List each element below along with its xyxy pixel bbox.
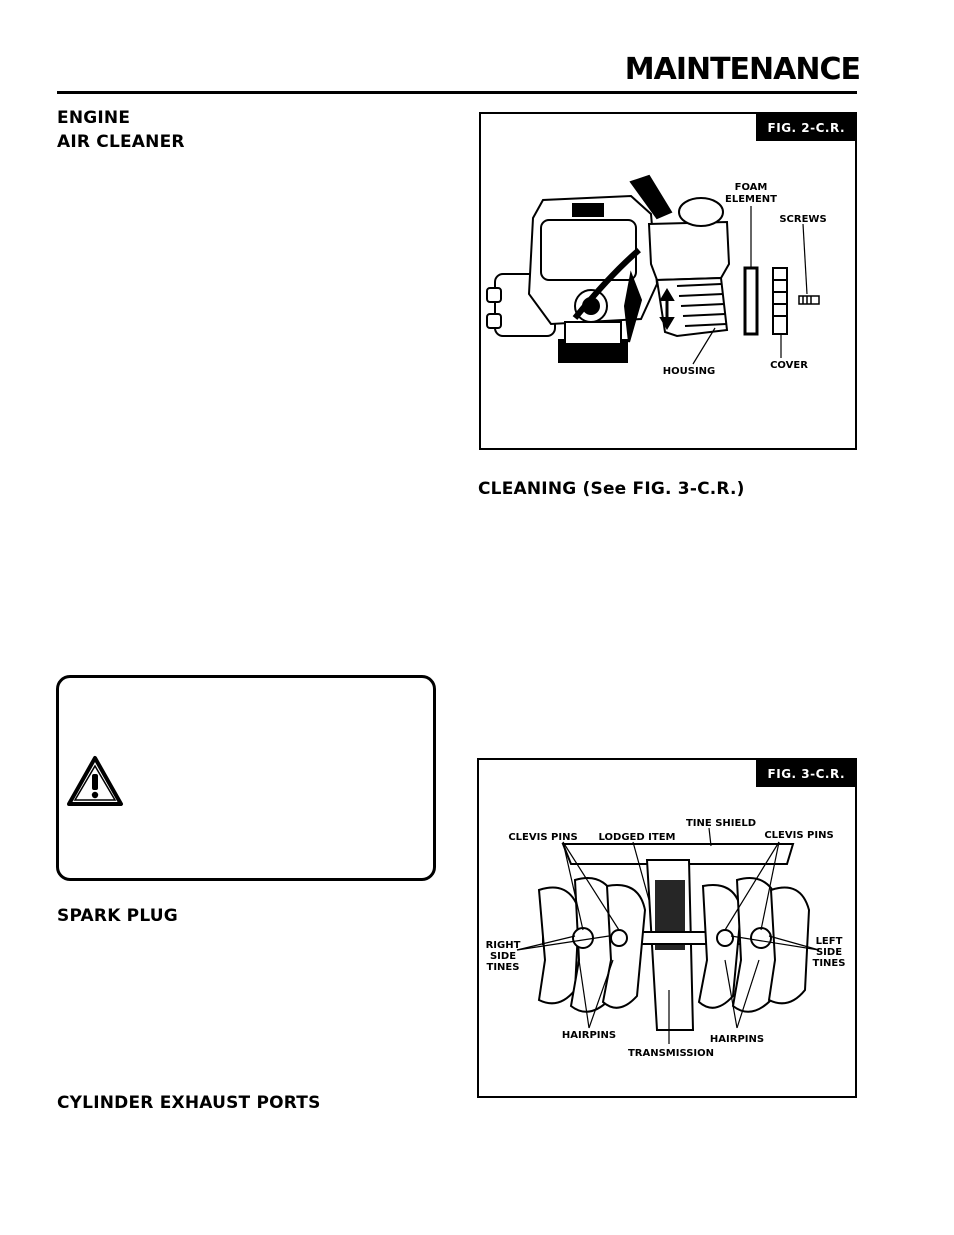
label-lodged-item: LODGED ITEM	[599, 832, 676, 843]
tine-shield-illustration	[561, 843, 795, 865]
figure-tag: FIG. 2-C.R.	[755, 114, 855, 141]
heading-line-1: ENGINE	[57, 108, 131, 128]
housing-illustration	[647, 197, 731, 338]
air-cleaner-diagram: FOAM ELEMENT SCREWS HOUSING COVER	[486, 174, 827, 377]
label-housing: HOUSING	[663, 366, 716, 377]
label-left-side-tines-2: SIDE	[816, 947, 842, 958]
left-side-tines-illustration	[697, 877, 811, 1013]
title-rule	[57, 91, 857, 94]
section-heading-engine-air-cleaner: ENGINE AIR CLEANER	[57, 106, 185, 154]
screw-illustration	[798, 295, 820, 305]
section-heading-spark-plug: SPARK PLUG	[57, 906, 178, 926]
figure-3-tines: FIG. 3-C.R.	[477, 758, 857, 1098]
label-foam-line2: ELEMENT	[725, 194, 777, 205]
engine-illustration	[486, 174, 673, 363]
section-heading-cleaning: CLEANING (See FIG. 3-C.R.)	[478, 479, 745, 499]
foam-element-illustration	[743, 266, 759, 336]
figure-tag: FIG. 3-C.R.	[755, 760, 855, 787]
label-left-side-tines-3: TINES	[813, 958, 846, 969]
tines-diagram: TINE SHIELD CLEVIS PINS LODGED ITEM CLEV…	[486, 818, 846, 1059]
warning-triangle-icon	[67, 756, 123, 806]
warning-box	[56, 675, 436, 881]
label-tine-shield: TINE SHIELD	[686, 818, 756, 829]
right-side-tines-illustration	[537, 877, 647, 1013]
label-foam-line1: FOAM	[735, 182, 768, 193]
label-transmission: TRANSMISSION	[628, 1048, 714, 1059]
figure-2-air-cleaner: FIG. 2-C.R.	[479, 112, 857, 450]
label-right-side-tines-2: SIDE	[490, 951, 516, 962]
label-clevis-pins-right: CLEVIS PINS	[764, 830, 833, 841]
label-right-side-tines-1: RIGHT	[486, 940, 521, 951]
label-cover: COVER	[770, 360, 808, 371]
label-right-side-tines-3: TINES	[487, 962, 520, 973]
heading-line-2: AIR CLEANER	[57, 132, 185, 152]
label-hairpins-right: HAIRPINS	[710, 1034, 764, 1045]
cover-illustration	[772, 267, 788, 335]
label-screws: SCREWS	[779, 214, 826, 225]
section-heading-cylinder-exhaust-ports: CYLINDER EXHAUST PORTS	[57, 1093, 321, 1113]
page-title: MAINTENANCE	[624, 52, 861, 87]
label-clevis-pins-left: CLEVIS PINS	[508, 832, 577, 843]
label-hairpins-left: HAIRPINS	[562, 1030, 616, 1041]
label-left-side-tines-1: LEFT	[816, 936, 843, 947]
